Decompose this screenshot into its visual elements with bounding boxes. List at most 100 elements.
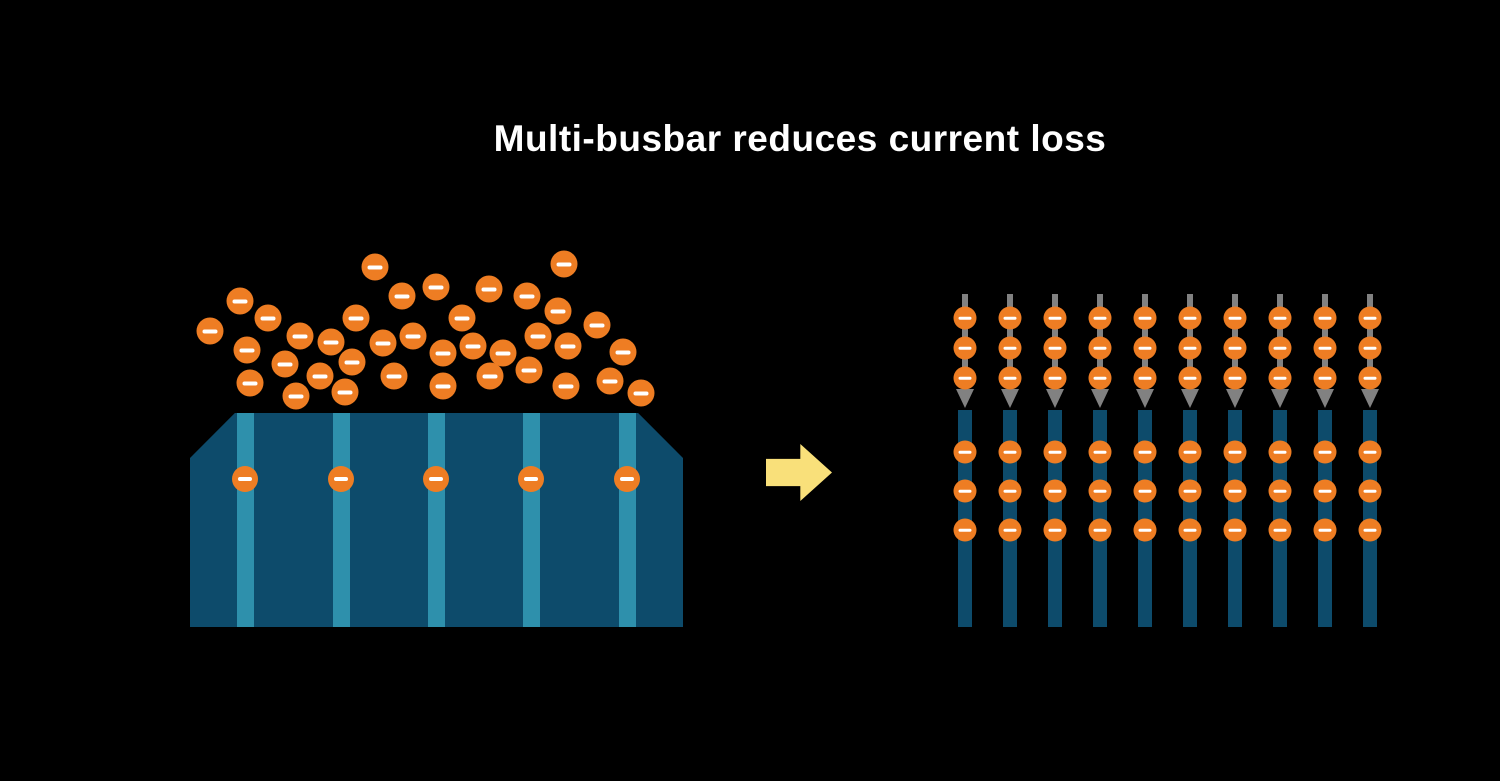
down-arrow-head-icon bbox=[1181, 389, 1199, 408]
electron bbox=[380, 362, 408, 390]
bar-electron bbox=[953, 479, 977, 503]
electron bbox=[196, 317, 224, 345]
incoming-electron bbox=[953, 336, 977, 360]
bar-electron bbox=[1223, 440, 1247, 464]
incoming-electron bbox=[1043, 306, 1067, 330]
bar-electron bbox=[953, 440, 977, 464]
electron bbox=[429, 372, 457, 400]
electron bbox=[513, 282, 541, 310]
electron bbox=[282, 382, 310, 410]
down-arrow-head-icon bbox=[956, 389, 974, 408]
bar-electron bbox=[1268, 518, 1292, 542]
down-arrow-head-icon bbox=[1046, 389, 1064, 408]
down-arrow-head-icon bbox=[1226, 389, 1244, 408]
electron bbox=[550, 250, 578, 278]
diagram-title: Multi-busbar reduces current loss bbox=[493, 118, 1107, 159]
electron bbox=[306, 362, 334, 390]
incoming-electron bbox=[1043, 336, 1067, 360]
electron bbox=[459, 332, 487, 360]
incoming-electron bbox=[1043, 366, 1067, 390]
bar-electron bbox=[953, 518, 977, 542]
incoming-electron bbox=[1358, 306, 1382, 330]
bar-electron bbox=[1313, 440, 1337, 464]
bar-electron bbox=[1133, 518, 1157, 542]
incoming-electron bbox=[1313, 336, 1337, 360]
busbar-electron bbox=[423, 466, 449, 492]
bar-electron bbox=[998, 479, 1022, 503]
incoming-electron bbox=[1223, 366, 1247, 390]
electron bbox=[583, 311, 611, 339]
electron bbox=[331, 378, 359, 406]
electron bbox=[429, 339, 457, 367]
incoming-electron bbox=[998, 306, 1022, 330]
bar-electron bbox=[1358, 479, 1382, 503]
electron bbox=[422, 273, 450, 301]
electron bbox=[317, 328, 345, 356]
down-arrow-head-icon bbox=[1361, 389, 1379, 408]
electron bbox=[515, 356, 543, 384]
down-arrow-head-icon bbox=[1001, 389, 1019, 408]
electron bbox=[524, 322, 552, 350]
bar-electron bbox=[1088, 440, 1112, 464]
bar-electron bbox=[998, 518, 1022, 542]
busbar-electron bbox=[518, 466, 544, 492]
bar-electron bbox=[1268, 479, 1292, 503]
bar-electron bbox=[1313, 518, 1337, 542]
bar-electron bbox=[1358, 440, 1382, 464]
incoming-electron bbox=[1223, 336, 1247, 360]
electron bbox=[388, 282, 416, 310]
busbar-electron bbox=[328, 466, 354, 492]
down-arrow-head-icon bbox=[1271, 389, 1289, 408]
incoming-electron bbox=[1088, 366, 1112, 390]
electron bbox=[361, 253, 389, 281]
bar-electron bbox=[1133, 479, 1157, 503]
electron bbox=[475, 275, 503, 303]
electron bbox=[609, 338, 637, 366]
incoming-electron bbox=[998, 336, 1022, 360]
bar-electron bbox=[1088, 479, 1112, 503]
incoming-electron bbox=[1133, 366, 1157, 390]
incoming-electron bbox=[953, 366, 977, 390]
incoming-electron bbox=[1268, 306, 1292, 330]
bar-electron bbox=[1133, 440, 1157, 464]
electron bbox=[448, 304, 476, 332]
electron bbox=[596, 367, 624, 395]
incoming-electron bbox=[1223, 306, 1247, 330]
incoming-electron bbox=[1178, 336, 1202, 360]
electron bbox=[271, 350, 299, 378]
incoming-electron bbox=[1313, 366, 1337, 390]
incoming-electron bbox=[1313, 306, 1337, 330]
bar-electron bbox=[1313, 479, 1337, 503]
bar-electron bbox=[1088, 518, 1112, 542]
bar-electron bbox=[1043, 518, 1067, 542]
electron bbox=[554, 332, 582, 360]
electron bbox=[544, 297, 572, 325]
electron bbox=[236, 369, 264, 397]
bar-electron bbox=[1178, 479, 1202, 503]
bar-electron bbox=[1043, 479, 1067, 503]
busbar-electron bbox=[614, 466, 640, 492]
incoming-electron bbox=[1133, 336, 1157, 360]
electron bbox=[627, 379, 655, 407]
electron bbox=[399, 322, 427, 350]
bar-electron bbox=[998, 440, 1022, 464]
bar-electron bbox=[1223, 479, 1247, 503]
electron bbox=[338, 348, 366, 376]
incoming-electron bbox=[1358, 366, 1382, 390]
electron bbox=[254, 304, 282, 332]
bar-electron bbox=[1268, 440, 1292, 464]
incoming-electron bbox=[1088, 336, 1112, 360]
bar-electron bbox=[1223, 518, 1247, 542]
electron bbox=[369, 329, 397, 357]
incoming-electron bbox=[1178, 306, 1202, 330]
incoming-electron bbox=[1133, 306, 1157, 330]
electron bbox=[233, 336, 261, 364]
electron bbox=[286, 322, 314, 350]
incoming-electron bbox=[953, 306, 977, 330]
busbar-electron bbox=[232, 466, 258, 492]
bar-electron bbox=[1358, 518, 1382, 542]
